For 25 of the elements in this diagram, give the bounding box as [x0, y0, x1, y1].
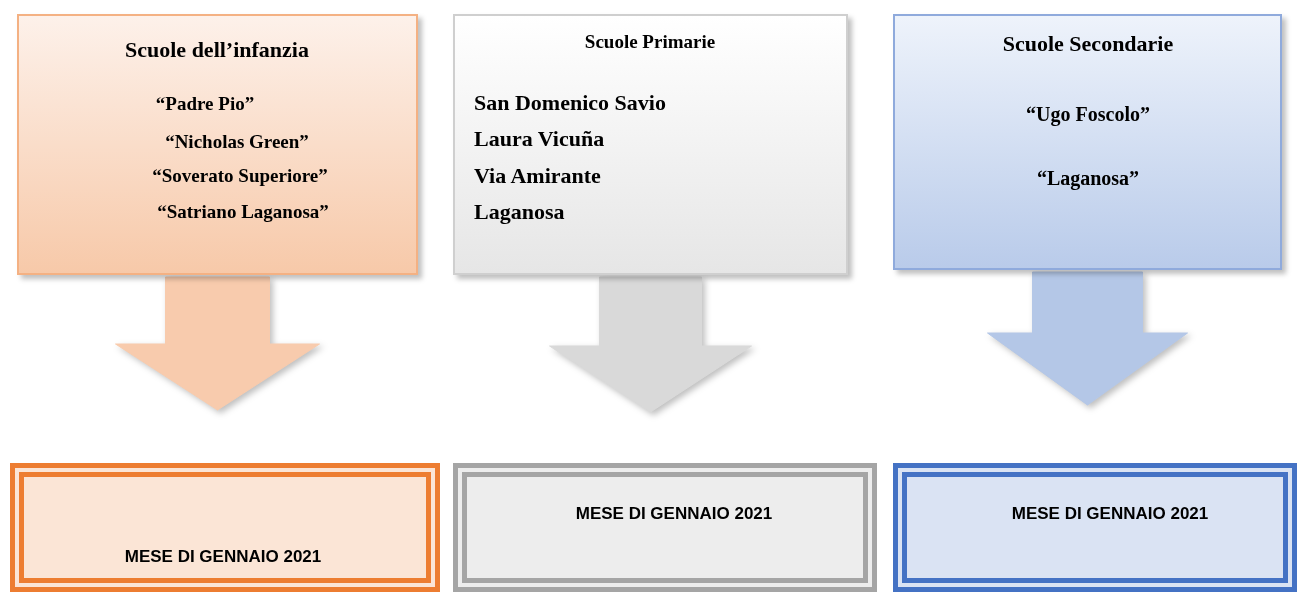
- block-arrow: [549, 276, 752, 413]
- callout-box: [453, 14, 848, 275]
- callout-box: [893, 14, 1282, 270]
- school-name: “Ugo Foscolo”: [1026, 102, 1150, 126]
- heading: Scuole Primarie: [584, 31, 716, 53]
- block-arrow: [987, 271, 1188, 406]
- school-name: Laganosa: [474, 199, 565, 225]
- block-arrow: [115, 276, 320, 411]
- date-text: MESE DI GENNAIO 2021: [575, 504, 773, 524]
- school-name: “Padre Pio”: [155, 93, 255, 115]
- callout-box: [17, 14, 418, 275]
- school-name: “Satriano Laganosa”: [157, 201, 329, 223]
- school-name: “Laganosa”: [1036, 166, 1140, 190]
- date-text: MESE DI GENNAIO 2021: [124, 547, 322, 567]
- school-name: Via Amirante: [474, 163, 601, 189]
- school-name: San Domenico Savio: [474, 90, 666, 116]
- date-box: [893, 463, 1297, 592]
- date-text: MESE DI GENNAIO 2021: [1011, 504, 1209, 524]
- heading: Scuole Secondarie: [1002, 31, 1174, 57]
- school-name: “Soverato Superiore”: [152, 165, 328, 187]
- date-box: [453, 463, 877, 592]
- date-box: [10, 463, 440, 592]
- school-name: “Nicholas Green”: [165, 131, 309, 153]
- school-name: Laura Vicuña: [474, 126, 605, 152]
- heading: Scuole dell’infanzia: [125, 37, 309, 63]
